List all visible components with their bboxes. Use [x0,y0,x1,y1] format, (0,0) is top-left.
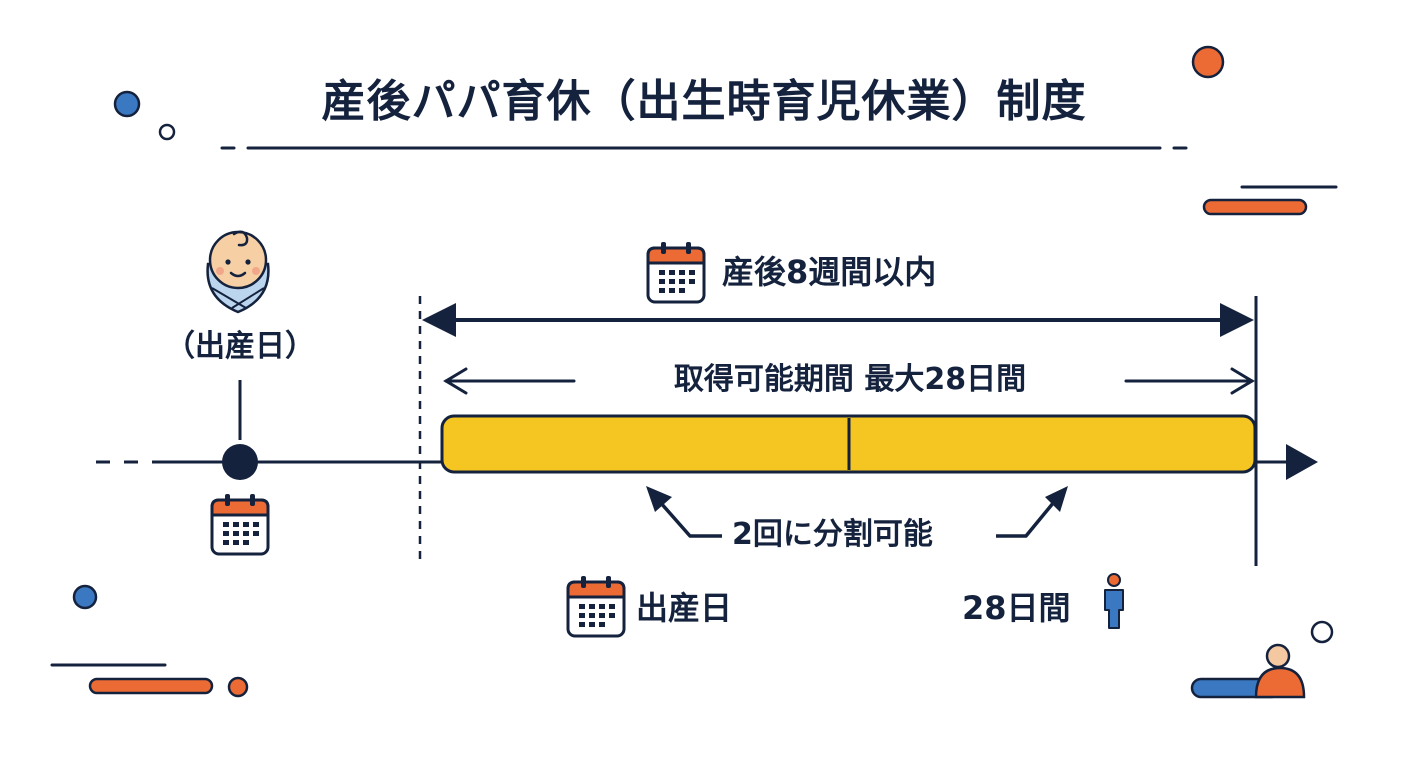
range-label: 産後8週間以内 [722,253,937,291]
split-label: 2回に分割可能 [732,517,933,552]
period-label: 取得可能期間 最大28日間 [673,362,1027,397]
period-arrow [443,367,1255,395]
range-arrow [422,303,1254,337]
birth-dot [222,444,258,480]
birth-date-label: 出産日 [636,589,733,627]
calendar-icon [566,574,626,638]
decorations [50,45,1338,699]
calendar-icon [210,492,270,556]
timeline-arrowhead [1286,444,1318,480]
person-icon [1104,573,1124,629]
page-title: 産後パパ育休（出生時育児休業）制度 [321,76,1087,127]
calendar-icon [646,240,706,304]
birth-date-paren-label: （出産日） [165,329,315,364]
days-28-label: 28日間 [962,589,1071,627]
split-arrows [646,486,1068,538]
baby-icon [206,230,270,314]
